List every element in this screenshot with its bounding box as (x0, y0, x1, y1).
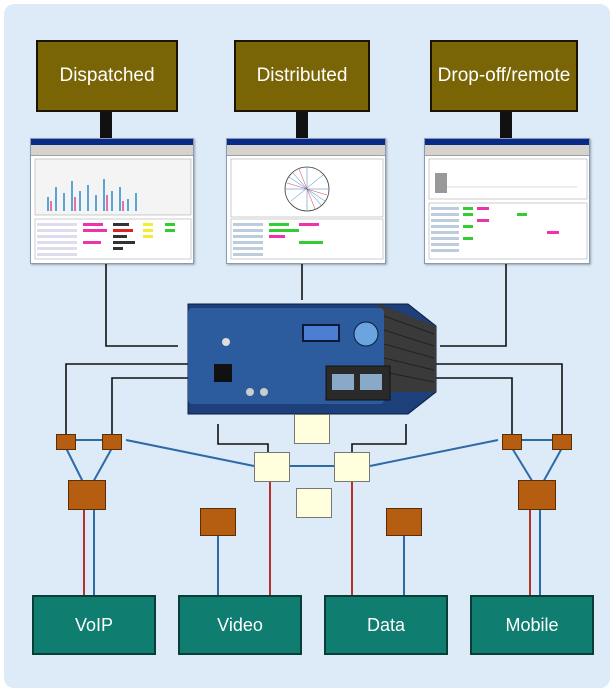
mobile-label: Mobile (505, 614, 559, 635)
screenshot-dropoff (424, 138, 590, 264)
tap-bottom (296, 488, 332, 518)
link-device-tap-left (217, 424, 269, 456)
distributed-box: Distributed (234, 40, 370, 112)
node-right-b (552, 434, 572, 450)
blue-right-b (541, 447, 563, 485)
dropoff-label: Drop-off/remote (437, 65, 571, 86)
node-right-a (502, 434, 522, 450)
blue-right-a (511, 447, 535, 485)
network-analyzer-device (178, 296, 440, 424)
circle-chart-thumbnail (230, 158, 384, 260)
analyzer-illustration (187, 303, 437, 415)
node-data (386, 508, 422, 536)
link-device-right (430, 363, 563, 440)
dropoff-box: Drop-off/remote (430, 40, 578, 112)
link-dispatched-device (105, 264, 178, 347)
tap-left (254, 452, 290, 482)
table-thumbnail (428, 158, 588, 260)
node-left-b (102, 434, 122, 450)
blue-left-a (65, 447, 85, 485)
voip-box: VoIP (32, 595, 156, 655)
blue-left-tap (125, 439, 255, 467)
node-left-main (68, 480, 106, 510)
data-box: Data (324, 595, 448, 655)
pole-distributed (296, 112, 308, 142)
node-right-main (518, 480, 556, 510)
dispatched-box: Dispatched (36, 40, 178, 112)
link-device-left2 (111, 377, 190, 440)
link-device-left (65, 363, 190, 440)
data-label: Data (366, 614, 406, 635)
screenshot-dispatched (30, 138, 194, 264)
dispatched-label: Dispatched (59, 65, 155, 86)
link-device-right2 (430, 377, 513, 440)
mobile-box: Mobile (470, 595, 594, 655)
pole-dispatched (100, 112, 112, 142)
distributed-label: Distributed (256, 65, 348, 86)
screenshot-distributed (226, 138, 386, 264)
node-left-a (56, 434, 76, 450)
link-device-tap-right (351, 424, 407, 456)
tap-right (334, 452, 370, 482)
blue-left-b (91, 447, 113, 485)
pole-dropoff (500, 112, 512, 142)
link-dropoff-device (440, 264, 507, 347)
node-video (200, 508, 236, 536)
blue-right-tap (369, 439, 499, 467)
video-label: Video (217, 614, 263, 635)
video-box: Video (178, 595, 302, 655)
bar-chart-thumbnail (34, 158, 192, 260)
voip-label: VoIP (74, 614, 114, 635)
tap-top (294, 414, 330, 444)
